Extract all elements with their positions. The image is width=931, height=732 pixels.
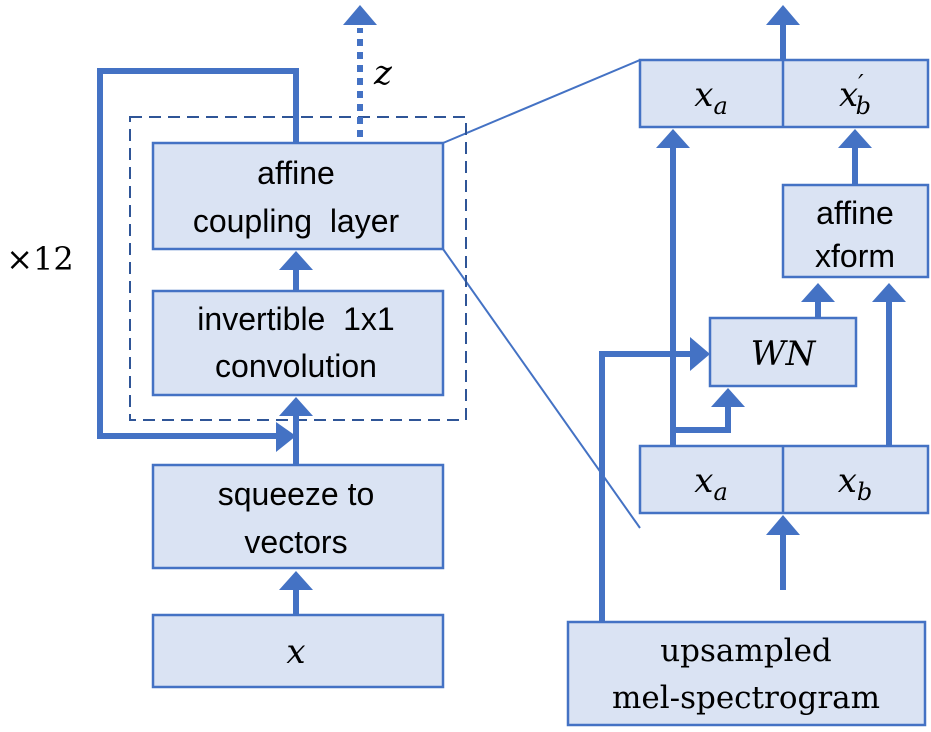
arrow-wn-to-xform [801, 283, 835, 302]
wn-box [708, 316, 858, 388]
arrow-xa-passthrough [656, 129, 690, 148]
affine-xform-line2: xform [815, 238, 895, 274]
z-arrowhead [343, 5, 377, 25]
arrow-xb-to-xform [872, 283, 906, 302]
zoom-line-top [442, 59, 641, 144]
arrow-xform-to-xbprime [838, 129, 872, 148]
loop-arrowhead [276, 422, 296, 452]
zoom-line-bottom [442, 248, 641, 529]
bottom-xb: xb [838, 461, 873, 506]
affine-xform-line1: affine [816, 195, 894, 231]
top-xb-prime: x′b [839, 70, 871, 120]
mel-line2: mel-spectrogram [612, 680, 880, 716]
arrow-xa-to-wn [711, 388, 745, 407]
squeeze-box [151, 463, 445, 570]
invertible-conv-box [151, 289, 445, 397]
affine-coupling-line2: coupling layer [193, 203, 400, 239]
top-xa: xa [694, 75, 728, 120]
repeat-label: ×12 [6, 240, 74, 278]
input-x-box [151, 613, 445, 689]
mel-line1: upsampled [660, 633, 832, 669]
arrow-mel-to-wn [690, 337, 710, 371]
invertible-conv-line2: convolution [215, 348, 377, 384]
bottom-xa: xa [694, 461, 728, 506]
arrow-conv-to-coupling [279, 251, 313, 270]
affine-coupling-box [151, 141, 445, 251]
loop-arrow [97, 68, 299, 439]
z-label: z [373, 53, 393, 93]
affine-xform-box [781, 183, 930, 279]
affine-coupling-line1: affine [257, 155, 335, 191]
input-x-label: x [286, 632, 305, 672]
mel-box [566, 620, 927, 727]
arrow-x-to-squeeze [279, 571, 313, 590]
invertible-conv-line1: invertible 1x1 [197, 301, 394, 337]
output-arrow [766, 5, 800, 25]
wn-label: WN [751, 334, 817, 374]
squeeze-line2: vectors [244, 524, 347, 560]
squeeze-line1: squeeze to [218, 476, 375, 512]
arrow-input-to-split [766, 515, 800, 535]
arrow-squeeze-to-conv [279, 397, 313, 416]
